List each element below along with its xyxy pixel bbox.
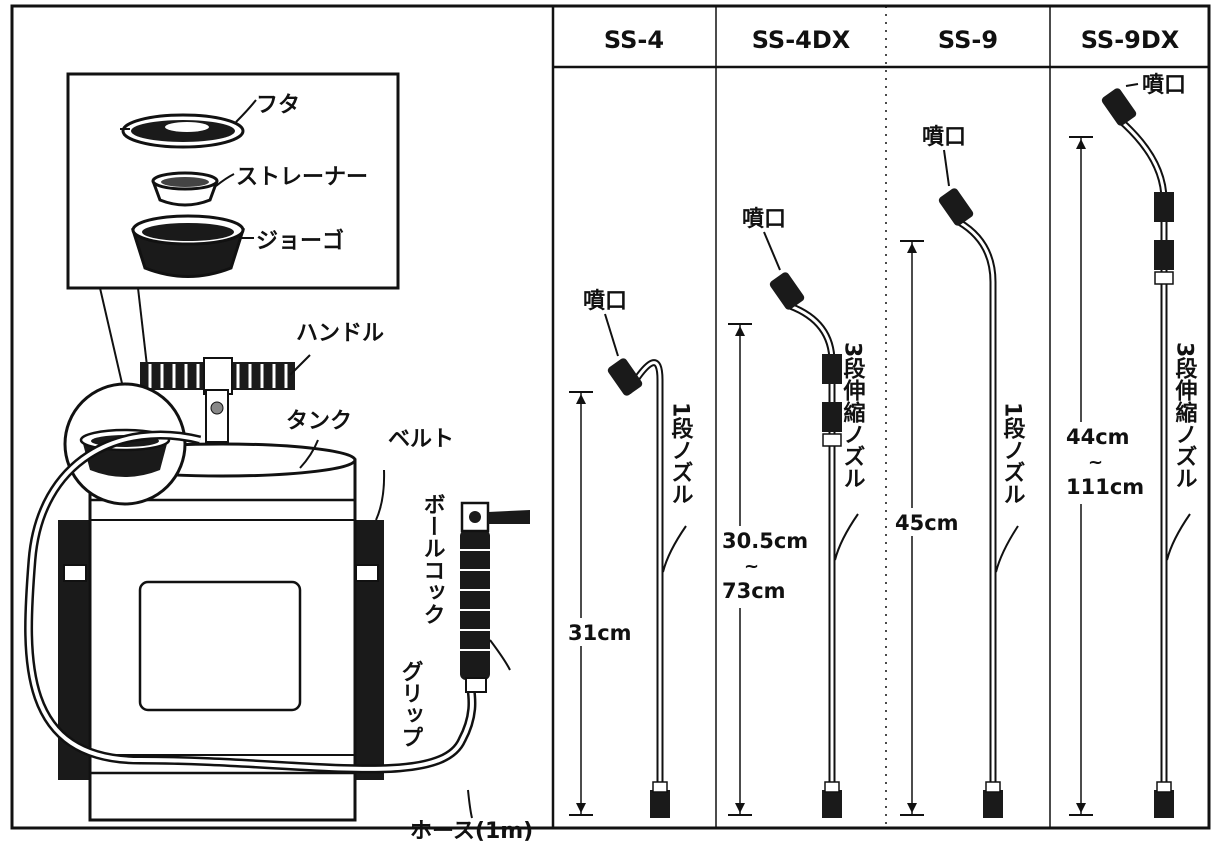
nozzle-columns: 31cm 噴口 1段ノズル 30.5cm ~73cm 噴口 3段伸縮ノズル 45cm 噴口 1段ノ… <box>564 72 1199 818</box>
length-bg-ss9 <box>891 508 963 536</box>
nozzle-rod-ss9 <box>957 218 997 790</box>
length-bg-ss9dx <box>1062 422 1158 504</box>
nozzle-type-leader-ss9dx <box>1166 513 1191 561</box>
nozzle-collar-ss9 <box>985 781 1001 793</box>
nozzle-base-ss4dx <box>822 790 842 818</box>
part-label-handle: ハンドル <box>296 321 384 346</box>
frame <box>10 4 1211 830</box>
grip-illustration <box>460 530 490 693</box>
nozzle-tip-leader-ss4dx <box>763 231 781 271</box>
part-label-strainer: ストレーナー <box>236 165 368 190</box>
funnel-illustration <box>130 214 246 278</box>
nozzle-length-range-ss9dx: ~ <box>1088 452 1103 473</box>
model-header-ss9: SS-9 <box>938 26 998 54</box>
model-header-ss4: SS-4 <box>604 26 664 54</box>
telescope-joint-ss9dx-0 <box>1154 192 1174 222</box>
nozzle-rod-ss4 <box>625 359 664 790</box>
nozzle-tip-label-ss4: 噴口 <box>583 288 627 314</box>
parts-inset: フタ ストレーナー ジョーゴ <box>66 72 400 290</box>
tank-illustration <box>87 442 357 822</box>
model-header-ss4dx: SS-4DX <box>752 26 851 54</box>
telescope-collar-ss4dx <box>822 433 842 447</box>
dimension-arrow-top-ss9dx <box>1076 139 1086 149</box>
nozzle-type-leader-ss9 <box>995 525 1019 573</box>
dimension-arrow-top-ss4dx <box>735 326 745 336</box>
nozzle-base-ss9 <box>983 790 1003 818</box>
telescope-joint-ss9dx-1 <box>1154 240 1174 270</box>
nozzle-type-ss4dx: 3段伸縮ノズル <box>840 342 867 489</box>
nozzle-tip-leader-ss9 <box>943 149 950 187</box>
ball-cock-illustration <box>460 501 530 533</box>
nozzle-length-ss4: 31cm <box>568 621 632 645</box>
part-label-funnel: ジョーゴ <box>256 228 344 254</box>
nozzle-type-leader-ss4 <box>662 525 687 573</box>
nozzle-tip-label-ss4dx: 噴口 <box>742 206 786 232</box>
nozzle-collar-ss9dx <box>1156 781 1172 793</box>
nozzle-length-min-ss4dx: 30.5cm <box>722 529 808 553</box>
nozzle-type-ss9dx: 3段伸縮ノズル <box>1172 342 1199 489</box>
nozzle-length-max-ss9dx: 111cm <box>1066 475 1144 499</box>
nozzle-head-ss4dx <box>769 272 805 310</box>
part-label-ball-cock: ボールコック <box>420 493 445 625</box>
part-label-grip: グリップ <box>398 660 424 748</box>
nozzle-collar-ss4dx <box>824 781 840 793</box>
nozzle-type-ss4: 1段ノズル <box>668 402 694 505</box>
part-label-tank: タンク <box>286 409 352 434</box>
telescope-joint-ss4dx-1 <box>822 402 842 432</box>
part-label-hose: ホース(1m) <box>410 819 533 844</box>
handle-illustration <box>140 357 295 443</box>
dimension-arrow-bottom-ss4dx <box>735 803 745 813</box>
nozzle-tip-leader-ss9dx <box>1125 83 1139 87</box>
dimension-arrow-bottom-ss9 <box>907 803 917 813</box>
part-label-lid: フタ <box>256 93 300 118</box>
model-header-ss9dx: SS-9DX <box>1081 26 1180 54</box>
dimension-arrow-bottom-ss9dx <box>1076 803 1086 813</box>
nozzle-head-ss9 <box>938 188 974 226</box>
telescope-collar-ss9dx <box>1154 271 1174 285</box>
nozzle-base-ss4 <box>650 790 670 818</box>
strainer-illustration <box>151 171 219 207</box>
nozzle-rod-inner-ss9 <box>958 220 995 790</box>
nozzle-length-min-ss9dx: 44cm <box>1066 425 1130 449</box>
nozzle-length-range-ss4dx: ~ <box>744 556 759 577</box>
dimension-arrow-bottom-ss4 <box>576 803 586 813</box>
nozzle-collar-ss4 <box>652 781 668 793</box>
nozzle-tip-label-ss9dx: 噴口 <box>1142 72 1186 98</box>
dimension-arrow-top-ss4 <box>576 394 586 404</box>
length-bg-ss4 <box>564 618 636 646</box>
telescope-joint-ss4dx-0 <box>822 354 842 384</box>
nozzle-tip-label-ss9: 噴口 <box>922 124 966 150</box>
part-label-belt: ベルト <box>388 427 454 452</box>
nozzle-type-ss9: 1段ノズル <box>1000 402 1026 505</box>
nozzle-base-ss9dx <box>1154 790 1174 818</box>
sprayer-illustration <box>24 357 530 822</box>
nozzle-length-max-ss4dx: 73cm <box>722 579 786 603</box>
nozzle-tip-leader-ss4 <box>604 313 619 357</box>
lid-illustration <box>120 113 245 149</box>
length-bg-ss4dx <box>718 526 814 608</box>
nozzle-rod-inner-ss4 <box>626 361 662 790</box>
nozzle-length-ss9: 45cm <box>895 511 959 535</box>
dimension-arrow-top-ss9 <box>907 243 917 253</box>
nozzle-head-ss4 <box>607 358 643 396</box>
nozzle-type-leader-ss4dx <box>834 513 859 561</box>
nozzle-head-ss9dx <box>1101 88 1137 126</box>
